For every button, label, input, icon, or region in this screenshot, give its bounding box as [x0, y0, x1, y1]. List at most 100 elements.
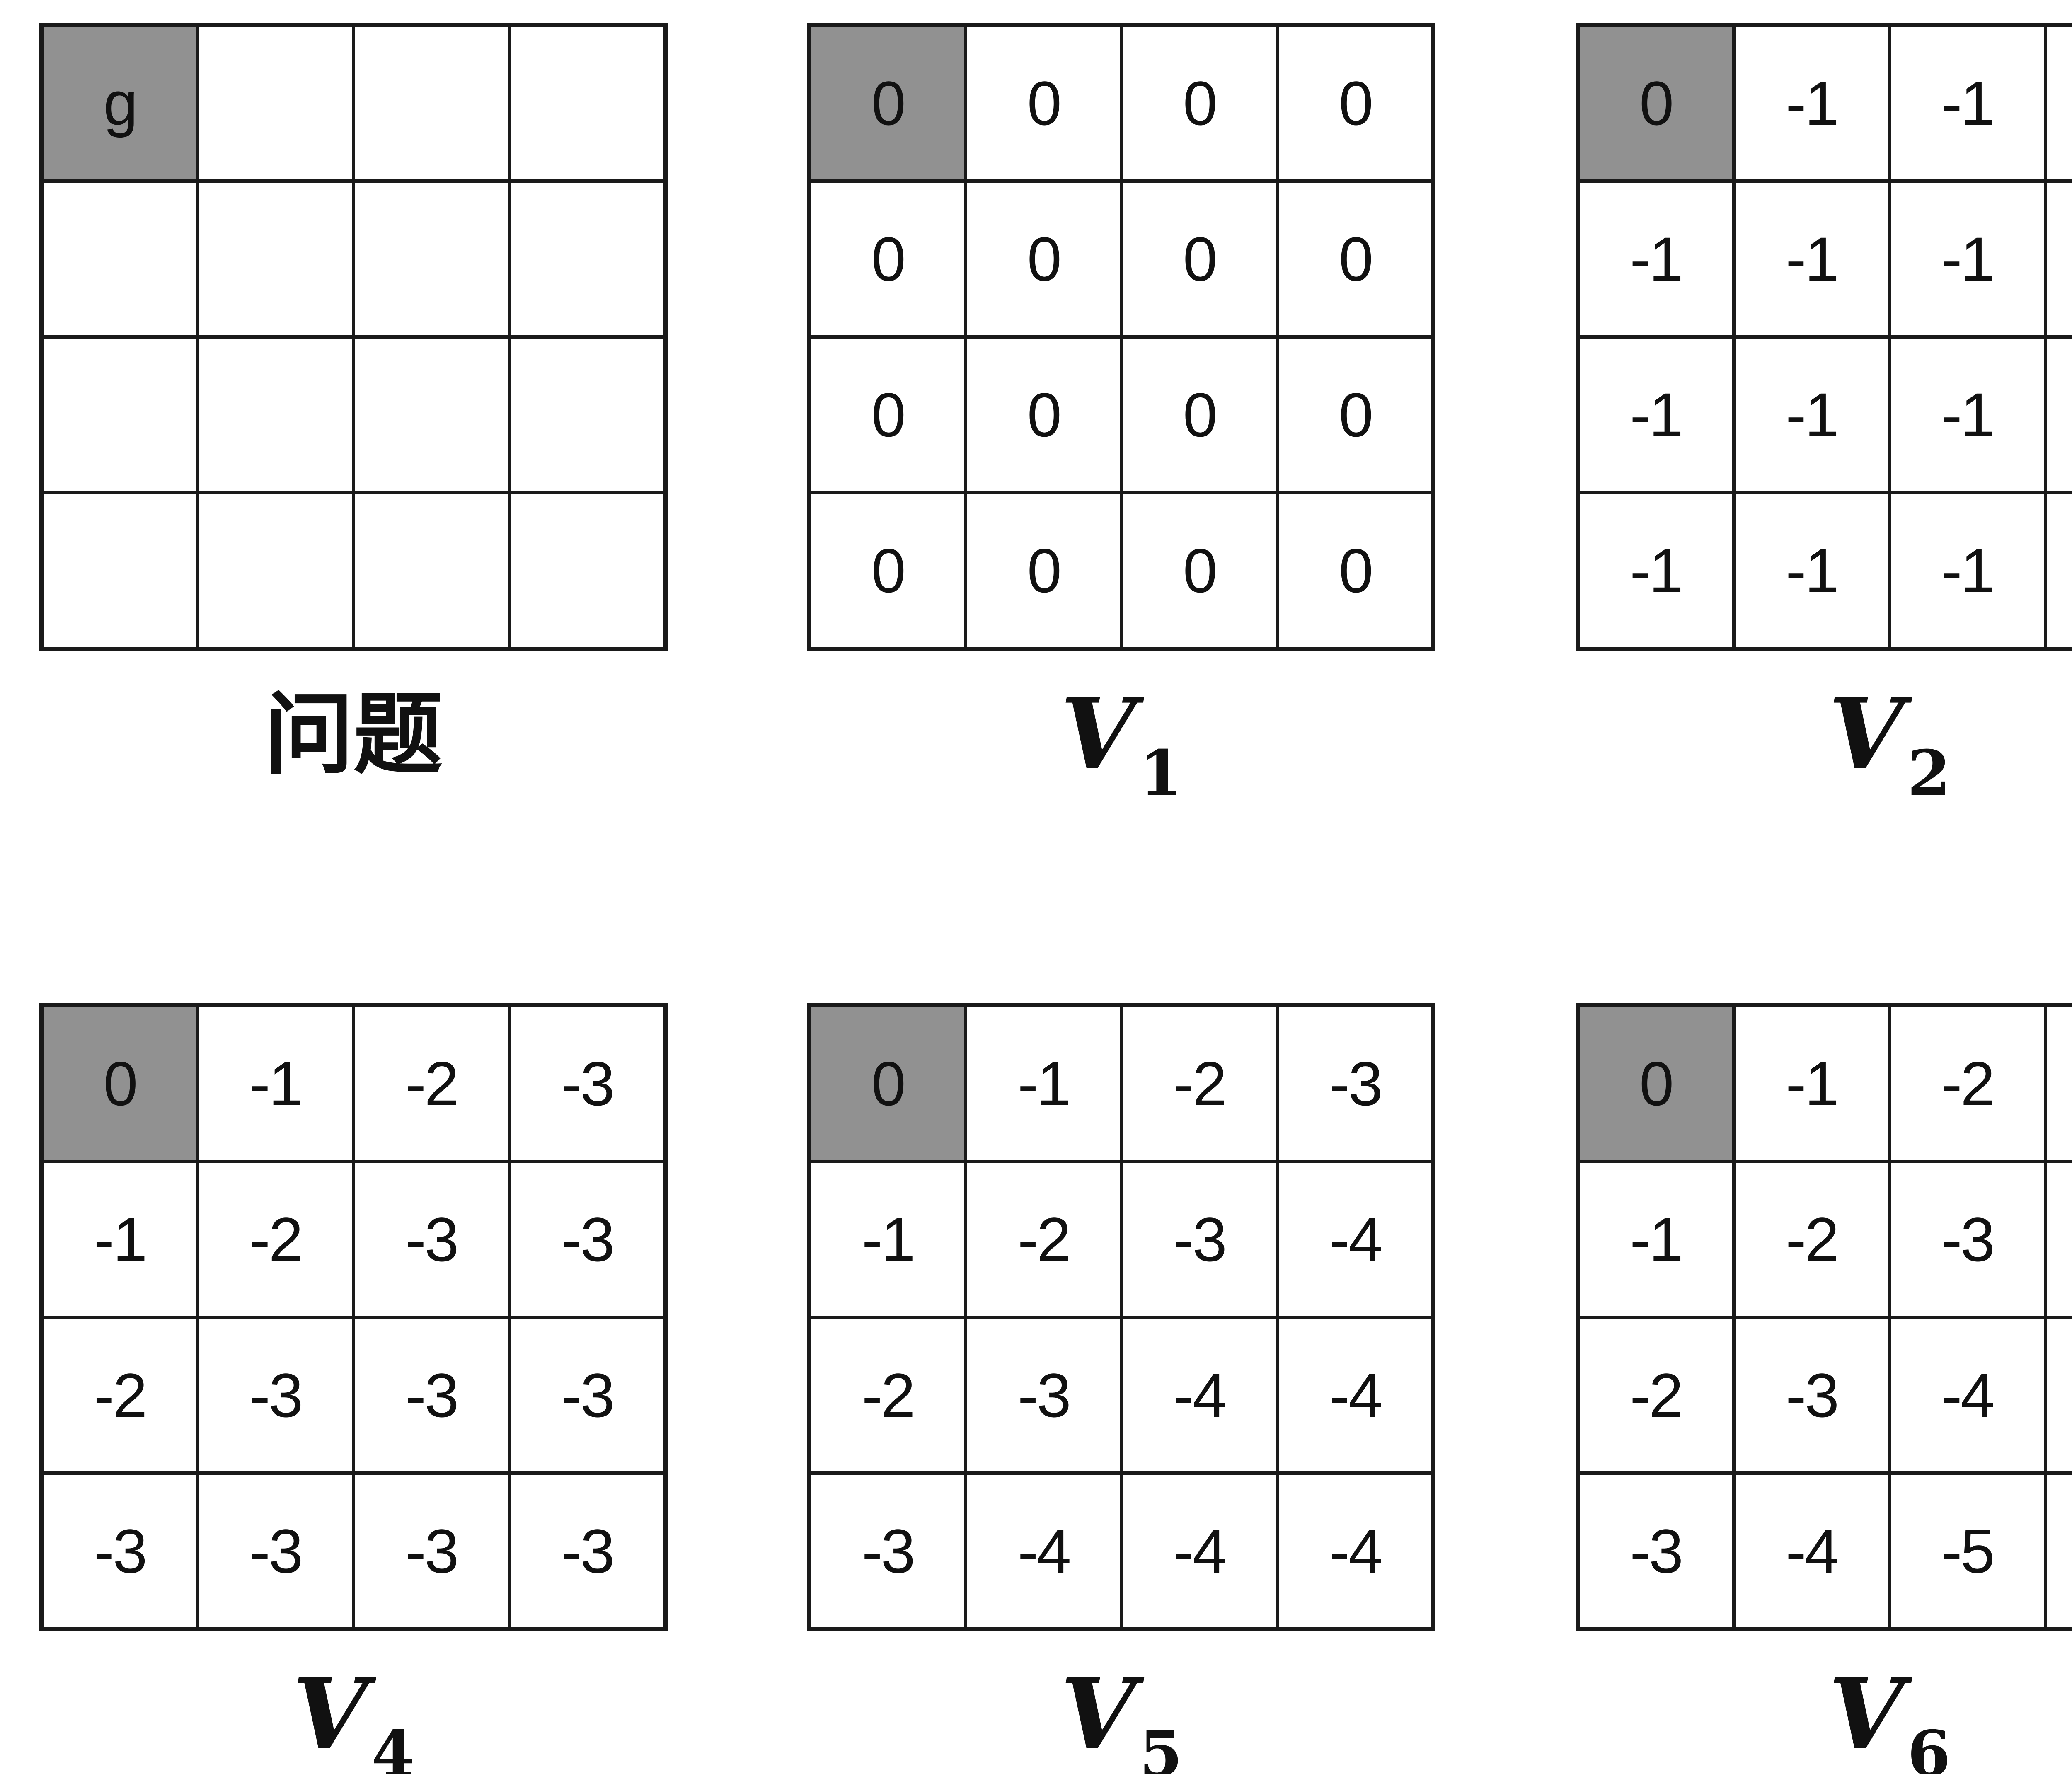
- grid-cell-problem-r2c0: [44, 339, 196, 491]
- grid-cell-V6-r2c2: -4: [1891, 1319, 2044, 1471]
- value-grid-V2: 0-1-1-1-1-1-1-1-1-1-1-1-1-1-1-1: [1575, 23, 2072, 651]
- value-grid-V5: 0-1-2-3-1-2-3-4-2-3-4-4-3-4-4-4: [807, 1003, 1436, 1631]
- grid-cell-V6-r1c0: -1: [1579, 1163, 1732, 1316]
- grid-cell-V1-r2c2: 0: [1123, 339, 1276, 491]
- grid-cell-V5-r1c2: -3: [1123, 1163, 1276, 1316]
- grid-cell-V5-r2c3: -4: [1279, 1319, 1432, 1471]
- caption-symbol: V: [1060, 676, 1136, 791]
- goal-cell-V6: 0: [1579, 1007, 1732, 1160]
- grid-cell-problem-r1c1: [199, 183, 352, 335]
- grid-cell-problem-r1c2: [355, 183, 508, 335]
- grid-cell-V4-r1c0: -1: [44, 1163, 196, 1316]
- grid-cell-V6-r3c1: -4: [1735, 1475, 1888, 1627]
- grid-cell-V1-r2c0: 0: [811, 339, 964, 491]
- grid-cell-V4-r1c1: -2: [199, 1163, 352, 1316]
- grid-cell-V4-r3c0: -3: [44, 1475, 196, 1627]
- grid-cell-V1-r1c3: 0: [1279, 183, 1432, 335]
- grid-cell-V6-r0c1: -1: [1735, 1007, 1888, 1160]
- grid-cell-V5-r3c2: -4: [1123, 1475, 1276, 1627]
- grid-cell-V1-r1c0: 0: [811, 183, 964, 335]
- grid-cell-V4-r2c1: -3: [199, 1319, 352, 1471]
- grid-cell-problem-r0c1: [199, 27, 352, 179]
- grid-cell-V5-r3c0: -3: [811, 1475, 964, 1627]
- grid-cell-V1-r0c1: 0: [967, 27, 1120, 179]
- grid-cell-V4-r0c2: -2: [355, 1007, 508, 1160]
- grid-cell-V2-r2c1: -1: [1735, 339, 1888, 491]
- grid-cell-V5-r1c0: -1: [811, 1163, 964, 1316]
- caption-subscript: 5: [1139, 1717, 1183, 1774]
- grid-cell-problem-r3c3: [511, 494, 663, 647]
- grid-cell-V2-r1c2: -1: [1891, 183, 2044, 335]
- grid-cell-problem-r3c1: [199, 494, 352, 647]
- grid-cell-V4-r1c3: -3: [511, 1163, 663, 1316]
- value-grid-V6: 0-1-2-3-1-2-3-4-2-3-4-5-3-4-5-5: [1575, 1003, 2072, 1631]
- value-grid-V4: 0-1-2-3-1-2-3-3-2-3-3-3-3-3-3-3: [39, 1003, 668, 1631]
- value-grid-problem: g: [39, 23, 668, 651]
- grid-cell-V1-r1c2: 0: [1123, 183, 1276, 335]
- grid-cell-V1-r3c0: 0: [811, 494, 964, 647]
- grid-cell-problem-r2c2: [355, 339, 508, 491]
- goal-cell-V5: 0: [811, 1007, 964, 1160]
- grid-cell-V6-r2c3: -5: [2047, 1319, 2072, 1471]
- grid-cell-V1-r2c3: 0: [1279, 339, 1432, 491]
- caption-subscript: 4: [371, 1717, 415, 1774]
- grid-cell-V2-r1c3: -1: [2047, 183, 2072, 335]
- grid-cell-V2-r2c0: -1: [1579, 339, 1732, 491]
- grid-cell-V6-r0c3: -3: [2047, 1007, 2072, 1160]
- goal-cell-problem: g: [44, 27, 196, 179]
- grid-cell-problem-r3c2: [355, 494, 508, 647]
- grid-cell-V6-r1c1: -2: [1735, 1163, 1888, 1316]
- grid-figure-problem: g 问题: [39, 23, 668, 788]
- grid-cell-V2-r2c3: -1: [2047, 339, 2072, 491]
- grid-cell-V4-r2c0: -2: [44, 1319, 196, 1471]
- caption-subscript: 2: [1907, 737, 1951, 810]
- grid-cell-V6-r1c3: -4: [2047, 1163, 2072, 1316]
- grid-cell-V2-r3c2: -1: [1891, 494, 2044, 647]
- grid-cell-V1-r1c1: 0: [967, 183, 1120, 335]
- grid-cell-V1-r3c3: 0: [1279, 494, 1432, 647]
- grid-cell-V6-r3c0: -3: [1579, 1475, 1732, 1627]
- grid-cell-V2-r1c1: -1: [1735, 183, 1888, 335]
- grid-cell-V4-r2c2: -3: [355, 1319, 508, 1471]
- grid-cell-V5-r2c1: -3: [967, 1319, 1120, 1471]
- grid-cell-problem-r0c2: [355, 27, 508, 179]
- grid-cell-V2-r3c0: -1: [1579, 494, 1732, 647]
- grid-cell-V4-r0c1: -1: [199, 1007, 352, 1160]
- caption-text: 问题: [264, 681, 443, 787]
- caption-subscript: 1: [1139, 737, 1183, 810]
- caption-symbol: V: [1060, 1657, 1136, 1772]
- grid-cell-V1-r3c2: 0: [1123, 494, 1276, 647]
- grid-cell-V1-r2c1: 0: [967, 339, 1120, 491]
- grid-cell-V4-r2c3: -3: [511, 1319, 663, 1471]
- grid-cell-V6-r2c1: -3: [1735, 1319, 1888, 1471]
- grid-cell-problem-r0c3: [511, 27, 663, 179]
- grid-cell-V4-r1c2: -3: [355, 1163, 508, 1316]
- grid-cell-problem-r2c3: [511, 339, 663, 491]
- goal-cell-V4: 0: [44, 1007, 196, 1160]
- grid-cell-V5-r2c2: -4: [1123, 1319, 1276, 1471]
- caption-subscript: 6: [1907, 1717, 1951, 1774]
- grid-cell-V1-r3c1: 0: [967, 494, 1120, 647]
- grid-cell-V1-r0c3: 0: [1279, 27, 1432, 179]
- grid-cell-problem-r3c0: [44, 494, 196, 647]
- goal-cell-V1: 0: [811, 27, 964, 179]
- caption-symbol: V: [1828, 1657, 1904, 1772]
- grid-figure-V2: 0-1-1-1-1-1-1-1-1-1-1-1-1-1-1-1 V2: [1575, 23, 2072, 804]
- grid-cell-V2-r0c1: -1: [1735, 27, 1888, 179]
- grid-cell-V4-r3c1: -3: [199, 1475, 352, 1627]
- grid-cell-V2-r0c3: -1: [2047, 27, 2072, 179]
- grid-cell-V6-r1c2: -3: [1891, 1163, 2044, 1316]
- grid-cell-V5-r3c3: -4: [1279, 1475, 1432, 1627]
